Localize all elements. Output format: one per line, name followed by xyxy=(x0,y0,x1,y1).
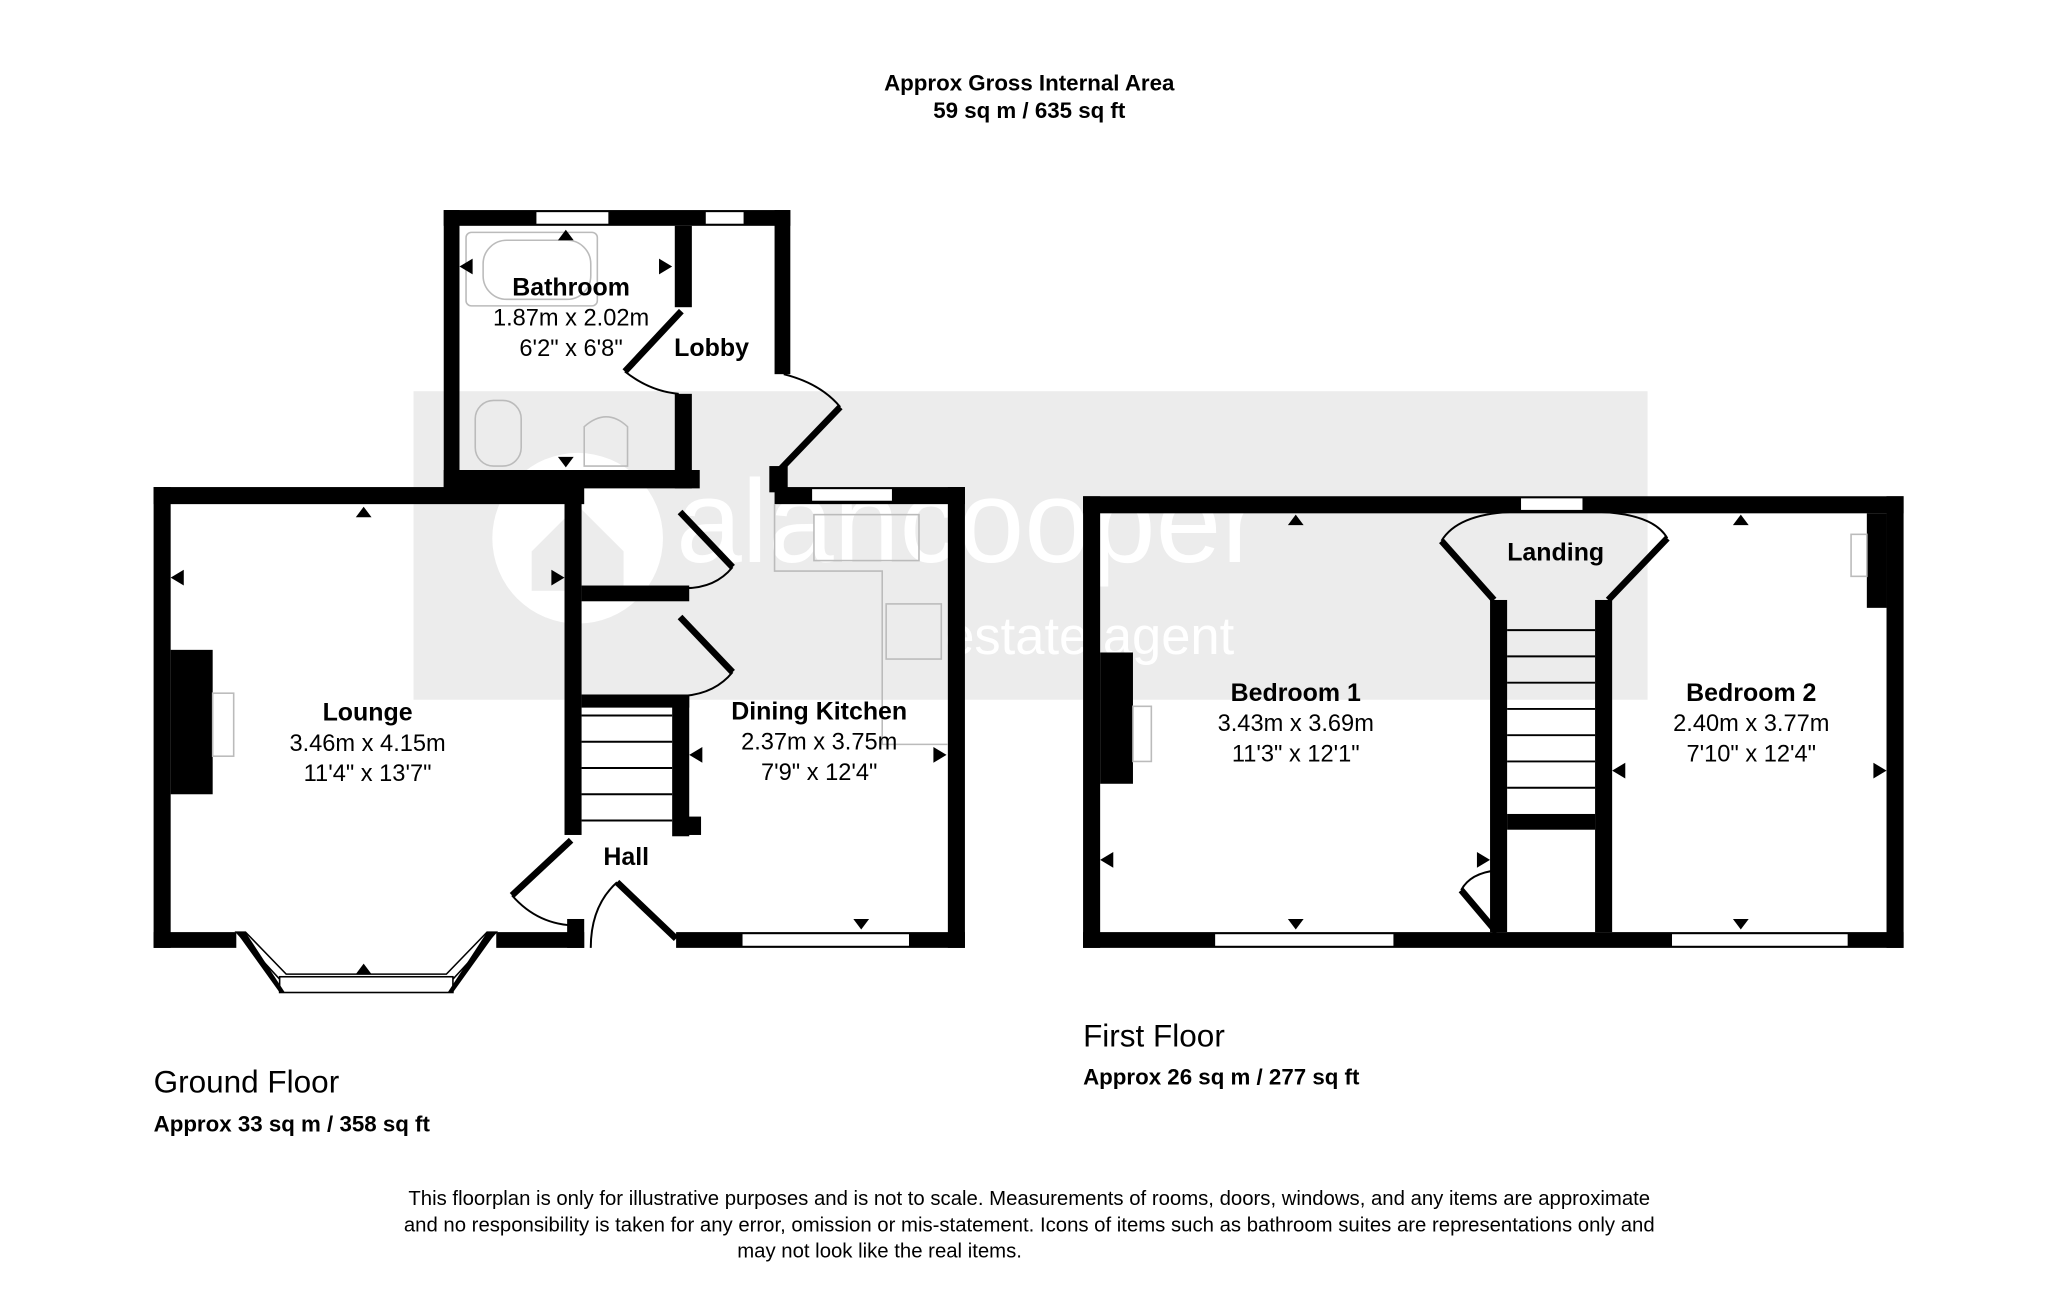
first-floor-area: Approx 26 sq m / 277 sq ft xyxy=(1083,1064,1360,1089)
disclaimer-line-1: This floorplan is only for illustrative … xyxy=(408,1188,1650,1210)
gross-area-title: Approx Gross Internal Area xyxy=(884,71,1175,96)
watermark-brand: alancooper xyxy=(676,456,1261,588)
gross-area-value: 59 sq m / 635 sq ft xyxy=(933,98,1126,123)
room-name-landing: Landing xyxy=(1507,539,1604,567)
watermark-logo: alancooper estate agent xyxy=(413,391,1648,700)
room-name-hall: Hall xyxy=(603,843,649,871)
dimension-arrows xyxy=(170,229,1887,975)
room-metric-bathroom: 1.87m x 2.02m xyxy=(493,306,649,332)
room-name-lounge: Lounge xyxy=(323,699,413,727)
room-metric-bedroom-2: 2.40m x 3.77m xyxy=(1673,711,1829,737)
room-imperial-bedroom-2: 7'10" x 12'4" xyxy=(1687,741,1817,767)
room-metric-bedroom-1: 3.43m x 3.69m xyxy=(1218,711,1374,737)
room-name-dining-kitchen: Dining Kitchen xyxy=(731,697,907,725)
room-name-bedroom-1: Bedroom 1 xyxy=(1231,679,1361,707)
first-floor-plan xyxy=(1083,496,1904,948)
ground-floor-area: Approx 33 sq m / 358 sq ft xyxy=(154,1112,431,1137)
ground-floor-label: Ground Floor xyxy=(154,1063,340,1099)
room-metric-dining-kitchen: 2.37m x 3.75m xyxy=(741,730,897,756)
first-floor-label: First Floor xyxy=(1083,1017,1225,1053)
room-labels: Bathroom 1.87m x 2.02m 6'2" x 6'8" Lobby… xyxy=(289,273,1829,871)
room-imperial-dining-kitchen: 7'9" x 12'4" xyxy=(761,760,877,786)
room-name-bathroom: Bathroom xyxy=(512,273,630,301)
room-name-lobby: Lobby xyxy=(674,334,749,362)
disclaimer-line-3: may not look like the real items. xyxy=(737,1241,1022,1263)
disclaimer-line-2: and no responsibility is taken for any e… xyxy=(404,1214,1655,1236)
room-name-bedroom-2: Bedroom 2 xyxy=(1686,679,1816,707)
ground-floor-plan xyxy=(153,210,965,994)
room-imperial-bathroom: 6'2" x 6'8" xyxy=(519,336,622,362)
room-imperial-bedroom-1: 11'3" x 12'1" xyxy=(1232,741,1360,767)
room-metric-lounge: 3.46m x 4.15m xyxy=(289,731,445,757)
room-imperial-lounge: 11'4" x 13'7" xyxy=(304,761,432,787)
